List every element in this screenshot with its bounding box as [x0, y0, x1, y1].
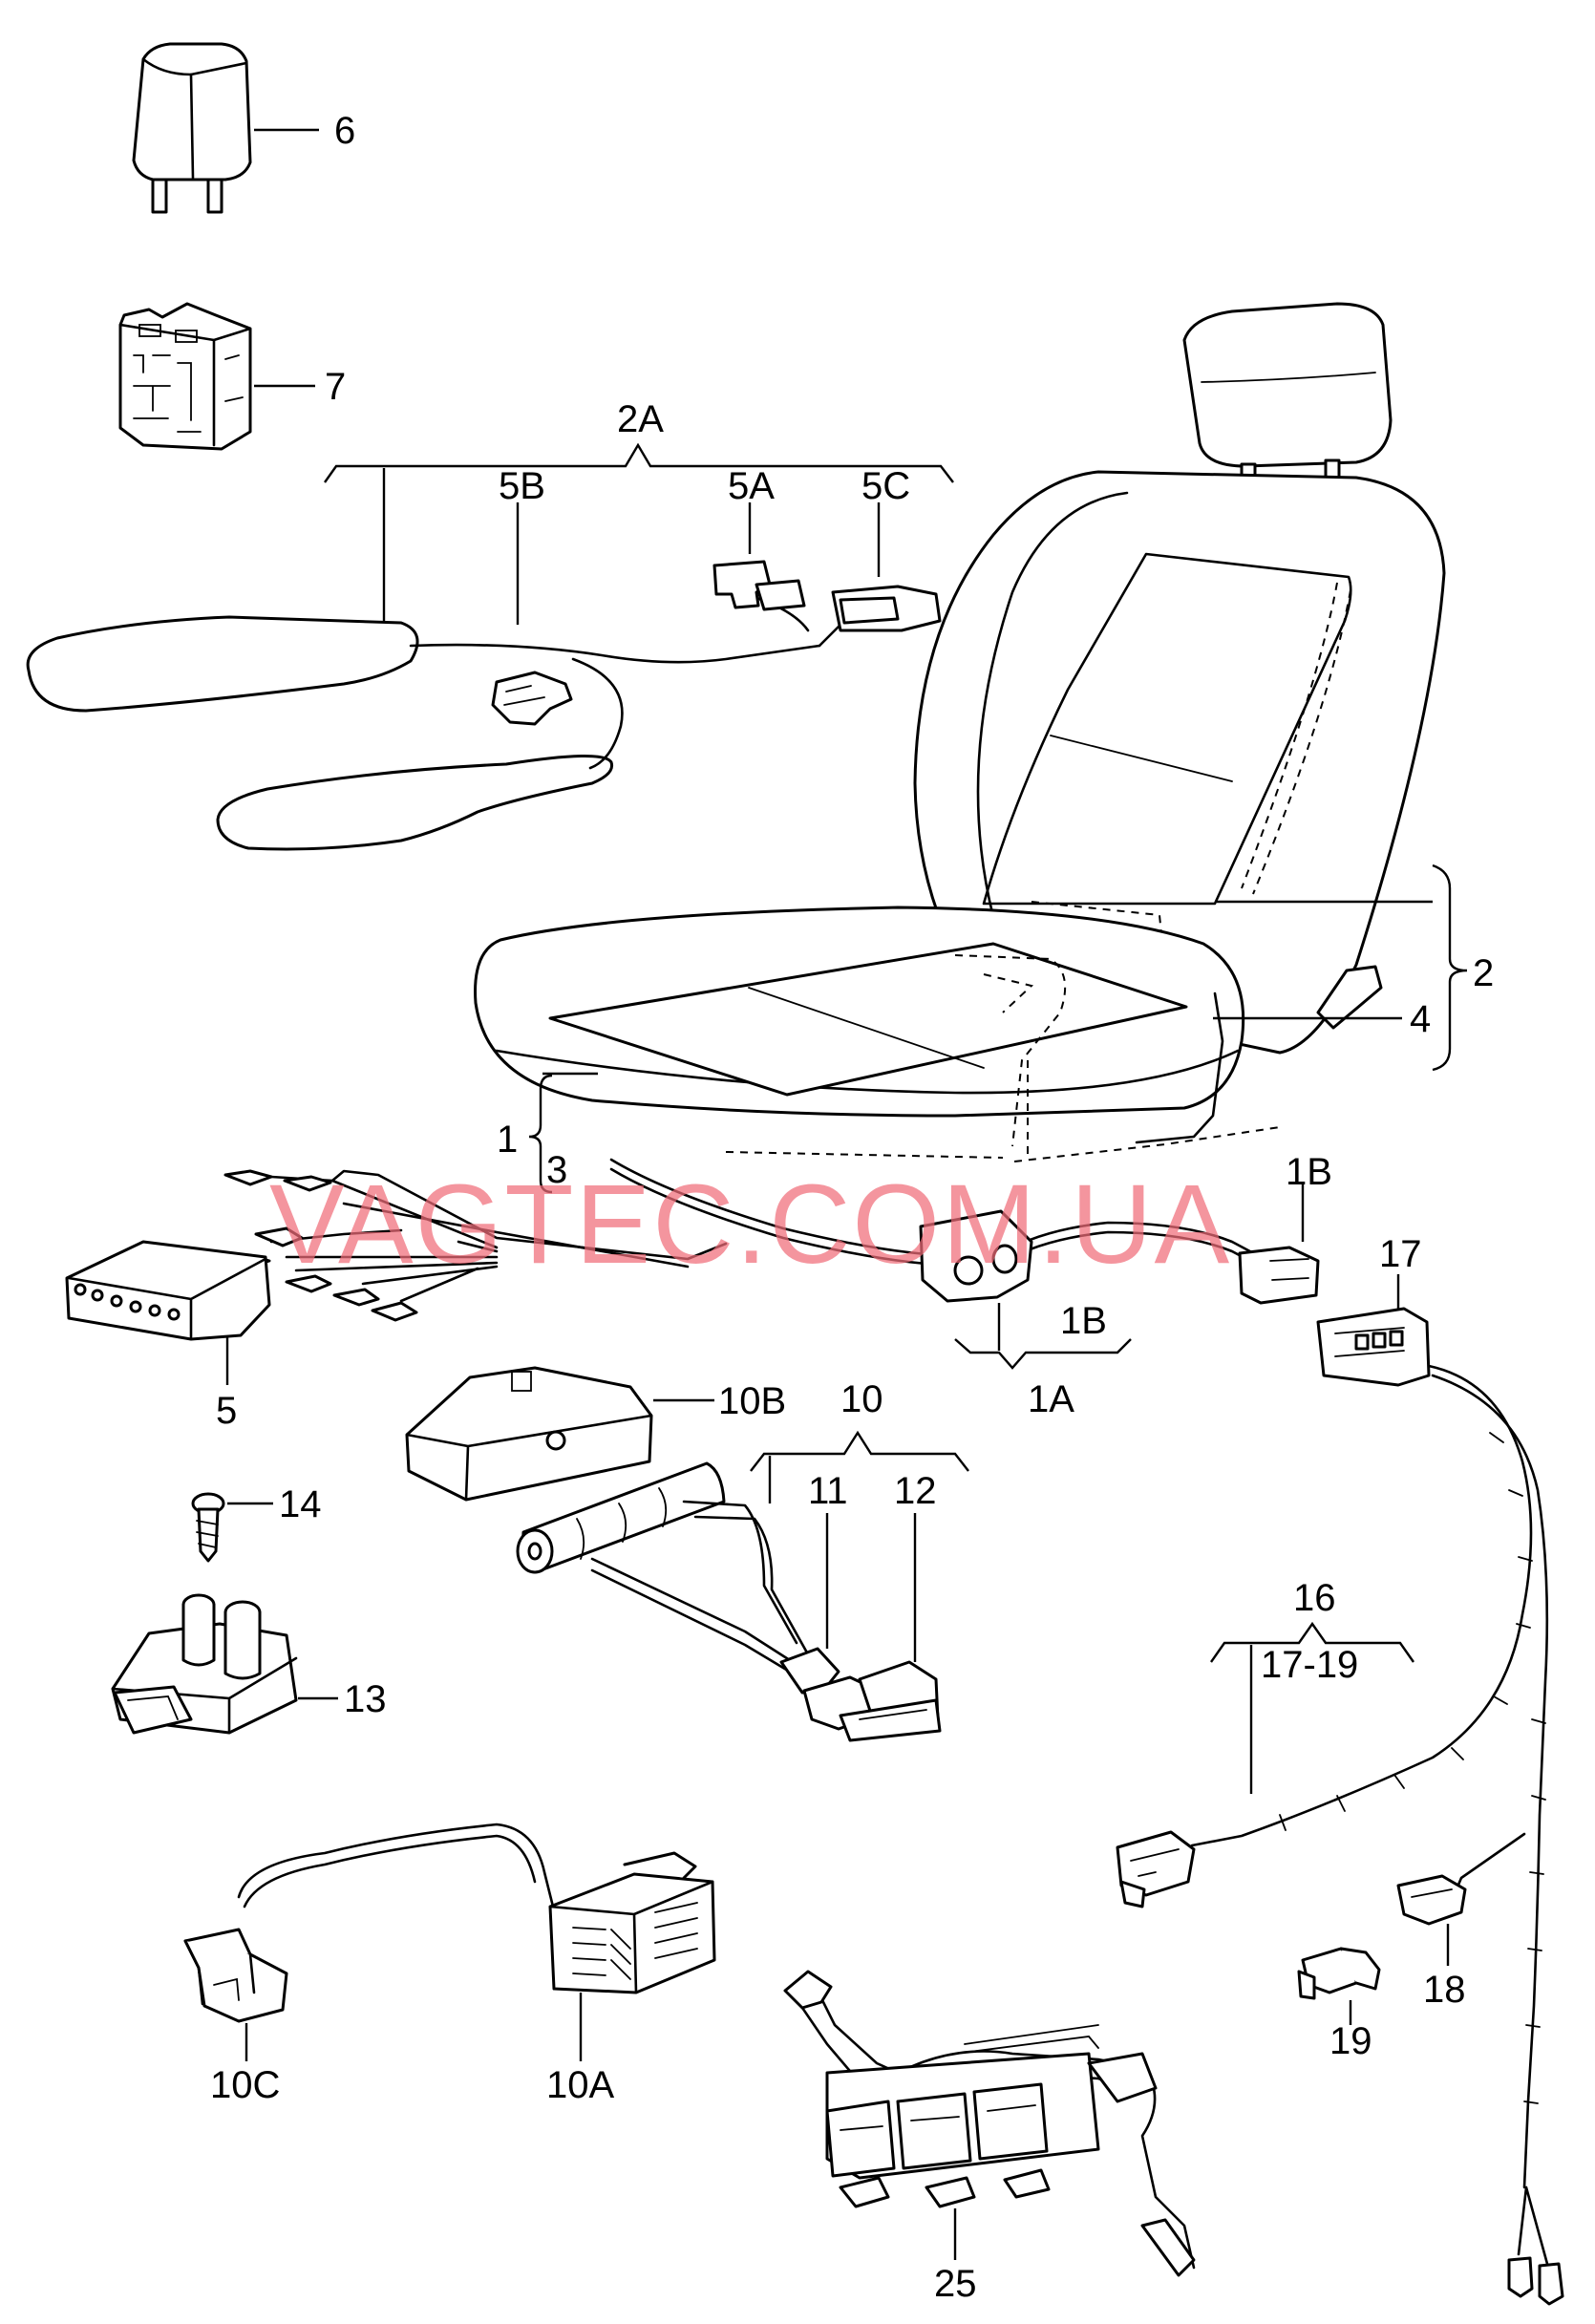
- sensor-set-part-10: [516, 1430, 969, 1742]
- callout-14: 14: [279, 1483, 322, 1525]
- callout-1A: 1A: [1028, 1378, 1074, 1420]
- callout-5A: 5A: [728, 465, 775, 507]
- callout-3: 3: [546, 1149, 567, 1191]
- seat-illustration: [474, 302, 1468, 1194]
- callout-7: 7: [325, 366, 346, 408]
- callout-10: 10: [840, 1378, 883, 1420]
- callout-1B-upper: 1B: [1286, 1151, 1332, 1193]
- callout-5C: 5C: [861, 465, 910, 507]
- callout-17: 17: [1379, 1233, 1422, 1275]
- callout-10B: 10B: [718, 1380, 786, 1422]
- callout-10C: 10C: [210, 2064, 280, 2106]
- callout-2A: 2A: [617, 398, 664, 440]
- callout-labels: 6 7 2A 5B 5A 5C 2 4 1 3 1B 1B 1A 17 5 10…: [210, 110, 1494, 2305]
- relay-part-6: [132, 42, 319, 214]
- connector-housing-part-5: [65, 1240, 271, 1385]
- callout-4: 4: [1410, 998, 1431, 1040]
- connector-part-17: [1316, 1274, 1431, 1387]
- callout-16: 16: [1293, 1577, 1336, 1619]
- callout-2: 2: [1473, 952, 1494, 994]
- callout-17-19: 17-19: [1261, 1644, 1358, 1686]
- wiring-loom-part-25: [783, 1970, 1196, 2277]
- relay-carrier-part-7: [118, 302, 315, 451]
- callout-12: 12: [894, 1470, 937, 1512]
- switch-part-13: [111, 1593, 338, 1735]
- screw-part-14: [191, 1492, 273, 1563]
- callout-25: 25: [934, 2263, 977, 2305]
- adapter-harness-10A-10C: [183, 1823, 716, 2061]
- wiring-harness-part-16: [1116, 1364, 1564, 2306]
- callout-18: 18: [1423, 1969, 1466, 2011]
- callout-19: 19: [1329, 2020, 1372, 2062]
- callout-5: 5: [216, 1390, 237, 1432]
- heating-element-set-2A: [26, 442, 954, 851]
- callout-1B: 1B: [1060, 1300, 1107, 1342]
- watermark-text: VAGTEC.COM.UA: [269, 1162, 1231, 1288]
- callout-5B: 5B: [499, 465, 545, 507]
- callout-11: 11: [808, 1470, 848, 1512]
- callout-1: 1: [497, 1119, 518, 1161]
- callout-6: 6: [334, 110, 355, 152]
- control-unit-part-10B: [405, 1366, 714, 1502]
- callout-10A: 10A: [546, 2064, 614, 2106]
- callout-13: 13: [344, 1678, 387, 1720]
